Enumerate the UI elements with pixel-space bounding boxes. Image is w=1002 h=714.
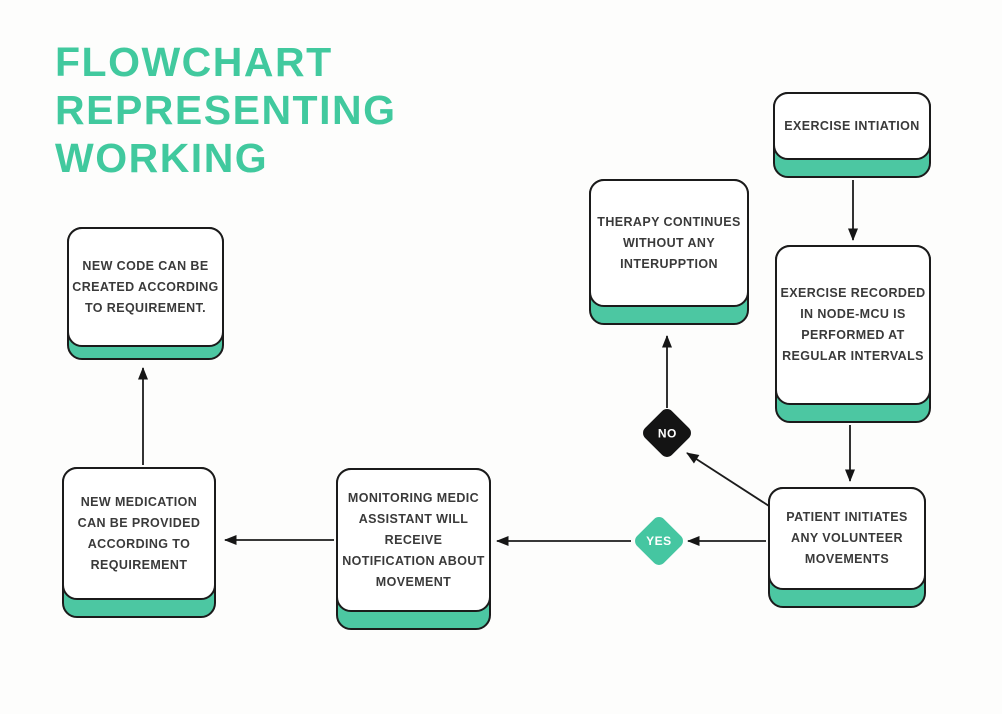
node-label: PATIENT INITIATES ANY VOLUNTEER MOVEMENT…	[768, 487, 926, 590]
decision-label-yes: YES	[646, 533, 672, 548]
node-label: MONITORING MEDIC ASSISTANT WILL RECEIVE …	[336, 468, 491, 612]
decision-diamond-no: NO	[640, 406, 694, 460]
node-label: NEW MEDICATION CAN BE PROVIDED ACCORDING…	[62, 467, 216, 600]
node-label: NEW CODE CAN BE CREATED ACCORDING TO REQ…	[67, 227, 224, 347]
page-title: FLOWCHART REPRESENTING WORKING	[55, 39, 397, 181]
node-exercise-recorded: EXERCISE RECORDED IN NODE-MCU IS PERFORM…	[775, 245, 931, 423]
node-new-medication: NEW MEDICATION CAN BE PROVIDED ACCORDING…	[62, 467, 216, 618]
node-exercise-initiation: EXERCISE INTIATION	[773, 92, 931, 178]
node-label: THERAPY CONTINUES WITHOUT ANY INTERUPPTI…	[589, 179, 749, 307]
node-label: EXERCISE INTIATION	[773, 92, 931, 160]
decision-diamond-yes: YES	[632, 514, 686, 568]
node-patient-initiates: PATIENT INITIATES ANY VOLUNTEER MOVEMENT…	[768, 487, 926, 608]
decision-label-no: NO	[657, 426, 677, 440]
node-label: EXERCISE RECORDED IN NODE-MCU IS PERFORM…	[775, 245, 931, 405]
node-therapy-continues: THERAPY CONTINUES WITHOUT ANY INTERUPPTI…	[589, 179, 749, 325]
node-new-code: NEW CODE CAN BE CREATED ACCORDING TO REQ…	[67, 227, 224, 360]
node-monitoring-medic: MONITORING MEDIC ASSISTANT WILL RECEIVE …	[336, 468, 491, 630]
